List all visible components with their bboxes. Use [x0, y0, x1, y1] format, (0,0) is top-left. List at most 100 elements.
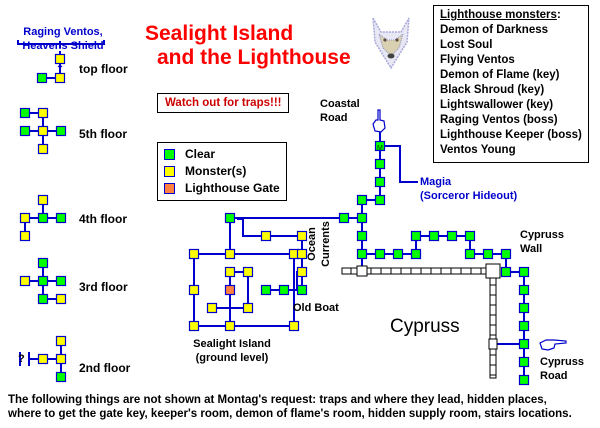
room-clear [446, 230, 458, 242]
legend: Clear Monster(s) Lighthouse Gate [157, 142, 287, 201]
room-monster [260, 230, 272, 242]
label-line: Coastal [320, 98, 360, 110]
room-monster [224, 266, 236, 278]
label-line: (Sorceror Hideout) [420, 190, 518, 202]
room-clear [518, 266, 530, 278]
room-monster [296, 230, 308, 242]
room-clear [518, 356, 530, 368]
room-gate [224, 284, 236, 296]
room-clear [55, 125, 67, 137]
corridor-line [17, 40, 105, 45]
room-clear [428, 230, 440, 242]
room-monster [19, 275, 31, 287]
wall-gate [356, 265, 368, 277]
clear-swatch-icon [164, 149, 175, 160]
room-clear [36, 72, 48, 84]
room-clear [260, 284, 272, 296]
pointing-hand-right-icon [539, 339, 567, 351]
monster-item: Demon of Darkness [440, 24, 549, 36]
room-monster [188, 248, 200, 260]
room-clear [464, 248, 476, 260]
top-floor-boss-label: Raging Ventos, Heavens Shield [18, 25, 108, 53]
room-clear [37, 212, 49, 224]
cypruss-wall-label: Cypruss Wall [520, 228, 564, 256]
room-monster [188, 284, 200, 296]
label-line: (ground level) [195, 352, 269, 364]
monster-item: Flying Ventos [440, 54, 515, 66]
stairs-arrow-icon [57, 64, 63, 68]
monster-list: Lighthouse monsters: Demon of Darkness L… [433, 5, 589, 163]
room-monster [37, 143, 49, 155]
room-monster [54, 53, 66, 65]
boss-name-line-1: Raging Ventos, [23, 26, 103, 38]
room-monster [19, 212, 31, 224]
label-line: Wall [520, 243, 543, 255]
room-monster [296, 266, 308, 278]
label-line: Ocean [306, 227, 318, 261]
room-clear [356, 194, 368, 206]
monster-item: Lighthouse Keeper (boss) [440, 129, 582, 141]
footer-line-2: where to get the gate key, keeper's room… [8, 408, 572, 420]
monster-item: Demon of Flame (key) [440, 69, 560, 81]
room-clear [338, 212, 350, 224]
room-clear [374, 158, 386, 170]
room-clear [55, 275, 67, 287]
room-monster [288, 320, 300, 332]
sealight-island-label: Sealight Island (ground level) [190, 337, 274, 365]
floor-label-4th: 4th floor [79, 212, 127, 226]
label-line: Road [540, 370, 568, 382]
footer-note: The following things are not shown at Mo… [8, 393, 572, 421]
legend-item-monster: Monster(s) [164, 163, 280, 180]
room-monster [19, 230, 31, 242]
ocean-currents-label: Ocean Currents [305, 214, 341, 274]
title-line-1: Sealight Island [145, 22, 294, 45]
label-line: Cypruss [520, 229, 565, 241]
monster-item: Raging Ventos (boss) [440, 114, 558, 126]
room-monster [296, 248, 308, 260]
monster-swatch-icon [164, 166, 175, 177]
title-line-2: and the Lighthouse [157, 46, 351, 69]
unknown-exit-marker: ? [18, 353, 25, 365]
monster-item: Black Shroud (key) [440, 84, 545, 96]
monster-item: Lost Soul [440, 39, 493, 51]
room-clear [482, 248, 494, 260]
room-clear [296, 284, 308, 296]
footer-line-1: The following things are not shown at Mo… [8, 394, 547, 406]
room-monster [188, 320, 200, 332]
room-clear [356, 230, 368, 242]
monster-item: Ventos Young [440, 144, 516, 156]
map-title: Sealight Island and the Lighthouse [145, 22, 351, 70]
wolf-head-icon [365, 12, 417, 72]
room-clear [464, 230, 476, 242]
room-clear [278, 284, 290, 296]
room-clear [518, 320, 530, 332]
room-clear [224, 212, 236, 224]
room-clear [500, 266, 512, 278]
room-monster [224, 248, 236, 260]
cypruss-road-label: Cypruss Road [540, 355, 584, 383]
room-clear [55, 212, 67, 224]
room-clear [356, 212, 368, 224]
room-clear [374, 176, 386, 188]
room-monster [55, 335, 67, 347]
room-monster [37, 194, 49, 206]
room-clear [19, 107, 31, 119]
boss-name-line-2: Heavens Shield [22, 40, 104, 52]
room-clear [500, 248, 512, 260]
monster-list-heading: Lighthouse monsters: [440, 9, 561, 21]
floor-label-5th: 5th floor [79, 127, 127, 141]
room-clear [410, 248, 422, 260]
room-monster [37, 353, 49, 365]
coastal-road-label: Coastal Road [320, 97, 360, 125]
room-clear [37, 275, 49, 287]
magia-label: Magia (Sorceror Hideout) [420, 175, 517, 203]
corridor-line [380, 145, 418, 183]
wall-tower [485, 263, 501, 279]
pointing-hand-up-icon [372, 109, 386, 133]
gate-swatch-icon [164, 183, 175, 194]
floor-label-3rd: 3rd floor [79, 280, 128, 294]
floor-label-2nd: 2nd floor [79, 361, 131, 375]
label-line: Magia [420, 176, 452, 188]
wall-gate [488, 338, 498, 350]
